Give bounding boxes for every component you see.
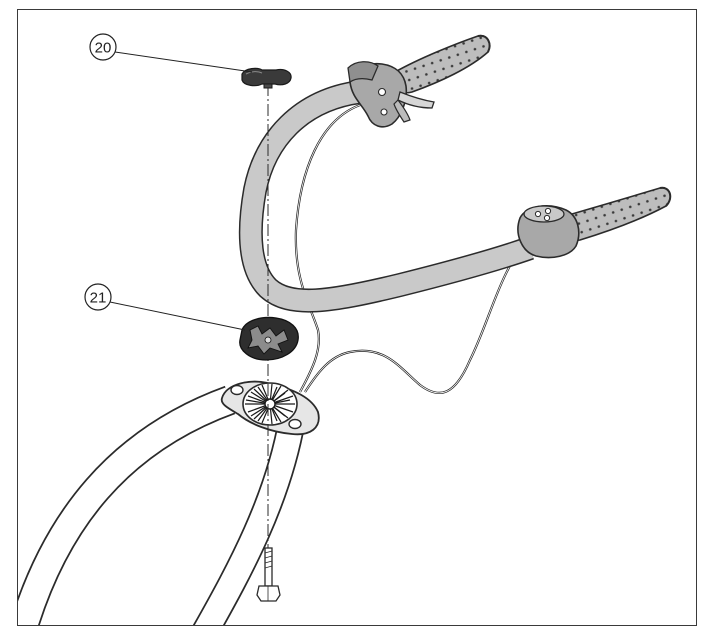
wing-knob-part-20 bbox=[241, 67, 292, 89]
upper-control-lever bbox=[347, 61, 435, 128]
upper-grip bbox=[393, 34, 491, 94]
lower-control-housing bbox=[517, 205, 580, 259]
hex-bolt bbox=[256, 547, 281, 602]
illustration-frame bbox=[17, 9, 697, 626]
lower-handle-tubes bbox=[18, 385, 306, 625]
lower-grip bbox=[566, 186, 672, 241]
callout-21-label: 21 bbox=[90, 290, 107, 307]
cable-upper bbox=[294, 103, 361, 393]
mounting-bracket bbox=[220, 380, 320, 436]
callout-21: 21 bbox=[84, 283, 246, 331]
cable-clip-part-21 bbox=[239, 316, 299, 361]
callout-20: 20 bbox=[89, 33, 253, 73]
callout-20-label: 20 bbox=[95, 40, 112, 57]
